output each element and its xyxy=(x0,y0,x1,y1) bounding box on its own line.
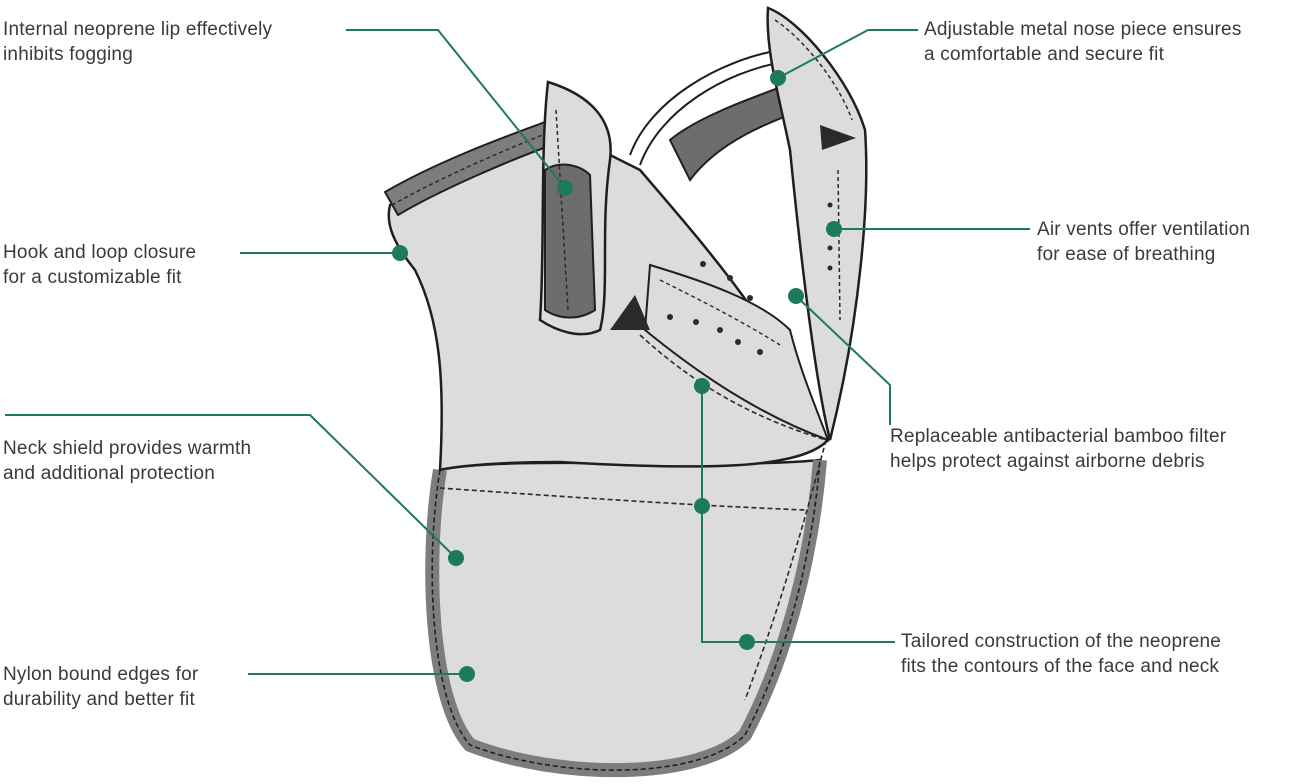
neck-shield-panel xyxy=(430,458,822,772)
dot-edges xyxy=(459,666,475,682)
callout-text: fits the contours of the face and neck xyxy=(901,656,1220,677)
callout-edges: Nylon bound edges for durability and bet… xyxy=(3,662,198,712)
callout-text: helps protect against airborne debris xyxy=(890,451,1205,472)
head-strap xyxy=(629,49,781,156)
callout-nose-piece: Adjustable metal nose piece ensures a co… xyxy=(924,17,1242,67)
callout-dots xyxy=(392,70,842,682)
callout-text: Internal neoprene lip effectively xyxy=(3,19,273,40)
callout-text: Neck shield provides warmth xyxy=(3,438,252,459)
leader-nose-lip xyxy=(346,29,566,189)
callout-text: for a customizable fit xyxy=(3,267,182,288)
callout-tailored: Tailored construction of the neoprene fi… xyxy=(901,629,1221,679)
center-seam xyxy=(639,334,827,441)
dot-vents xyxy=(826,221,842,237)
callout-nose-lip: Internal neoprene lip effectively inhibi… xyxy=(3,17,272,67)
callout-text: Air vents offer ventilation xyxy=(1037,219,1251,240)
leader-neck-shield xyxy=(5,414,457,559)
dot-filter xyxy=(788,288,804,304)
callout-text: Adjustable metal nose piece ensures xyxy=(924,19,1242,40)
callout-text: Replaceable antibacterial bamboo filter xyxy=(890,426,1227,447)
dot-neck-shield xyxy=(448,550,464,566)
callout-text: Hook and loop closure xyxy=(3,242,197,263)
leader-lines xyxy=(5,29,1030,675)
dot-nose-piece xyxy=(770,70,786,86)
callout-neck-shield: Neck shield provides warmth and addition… xyxy=(3,436,251,486)
side-vent-flap xyxy=(766,6,868,441)
leader-nose-piece xyxy=(777,29,918,79)
dot-nose-lip xyxy=(557,180,573,196)
dot-tailored-upper xyxy=(694,378,710,394)
callout-text: and additional protection xyxy=(3,463,216,484)
leader-filter xyxy=(795,295,891,425)
callout-vents: Air vents offer ventilation for ease of … xyxy=(1037,217,1250,267)
callout-filter: Replaceable antibacterial bamboo filter … xyxy=(890,424,1226,474)
callout-text: inhibits fogging xyxy=(3,44,133,65)
callout-text: a comfortable and secure fit xyxy=(924,44,1165,65)
leader-tailored xyxy=(701,386,895,643)
callout-text: for ease of breathing xyxy=(1037,244,1216,265)
bamboo-filter-panel xyxy=(643,263,830,442)
callout-text: Tailored construction of the neoprene xyxy=(901,631,1222,652)
callout-closure: Hook and loop closure for a customizable… xyxy=(3,240,196,290)
callout-text: Nylon bound edges for xyxy=(3,664,199,685)
dot-tailored-middle xyxy=(694,498,710,514)
callout-text: durability and better fit xyxy=(3,689,195,710)
dot-tailored-lower xyxy=(739,634,755,650)
air-vent-holes xyxy=(667,202,833,355)
dot-closure xyxy=(392,245,408,261)
